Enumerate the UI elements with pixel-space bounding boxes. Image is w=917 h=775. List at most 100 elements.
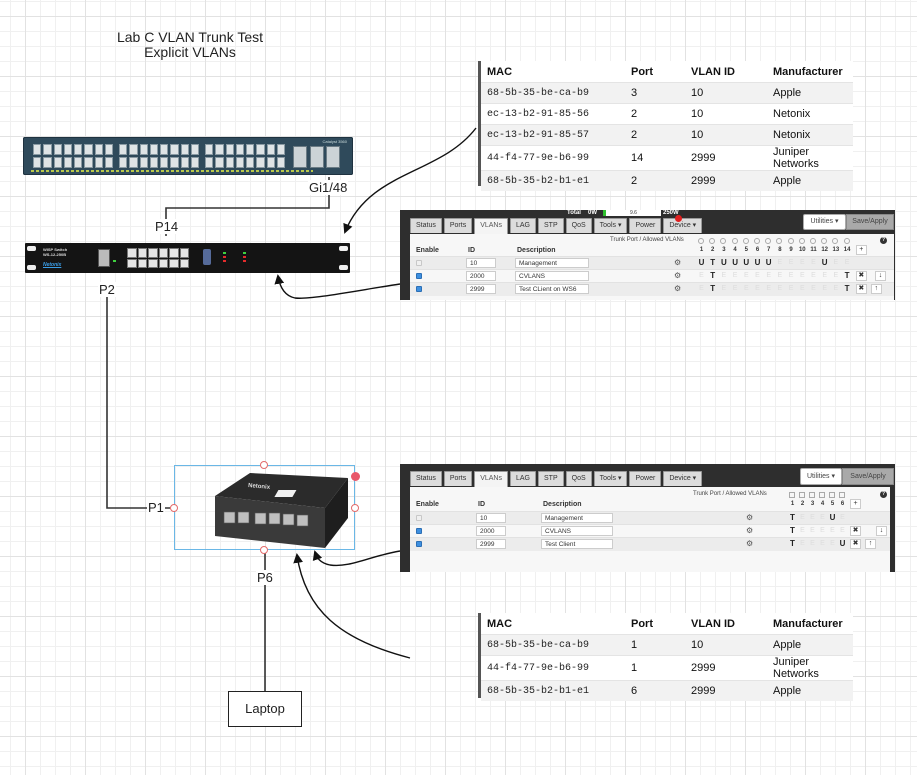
vlan-id-input[interactable]: 2999 [466, 284, 496, 294]
trunk-port-toggle-8[interactable] [776, 238, 783, 244]
port-membership-cell[interactable]: E [732, 285, 738, 292]
port-membership-cell[interactable]: E [743, 285, 749, 292]
vlan-id-input[interactable]: 10 [476, 513, 506, 523]
port-membership-cell[interactable]: E [830, 540, 835, 547]
trunk-port-toggle-6[interactable] [754, 238, 760, 244]
port-membership-cell[interactable]: E [820, 540, 825, 547]
rotate-handle[interactable] [351, 472, 360, 481]
tab-device[interactable]: Device ▾ [663, 471, 703, 486]
port-membership-cell[interactable]: T [844, 284, 850, 293]
gear-icon[interactable]: ⚙ [746, 526, 754, 535]
enable-checkbox[interactable] [416, 286, 422, 292]
tab-vlans[interactable]: VLANs [474, 218, 508, 235]
port-membership-cell[interactable]: E [822, 285, 828, 292]
port-membership-cell[interactable]: U [743, 258, 750, 267]
move-down-icon[interactable]: ↓ [875, 271, 886, 281]
tab-stp[interactable]: STP [538, 218, 564, 233]
port-membership-cell[interactable]: E [820, 514, 825, 521]
tab-tools[interactable]: Tools ▾ [593, 218, 628, 233]
trunk-port-toggle-1[interactable] [698, 238, 704, 244]
port-membership-cell[interactable]: E [777, 259, 783, 266]
trunk-port-toggle-2[interactable] [709, 238, 716, 244]
port-membership-cell[interactable]: E [811, 259, 816, 266]
port-membership-cell[interactable]: U [839, 539, 846, 548]
trunk-port-toggle-14[interactable] [843, 238, 850, 244]
vlan-description-input[interactable]: CVLANS [541, 526, 613, 536]
port-membership-cell[interactable]: E [799, 259, 805, 266]
resize-handle-left[interactable] [170, 504, 178, 512]
port-membership-cell[interactable]: E [800, 527, 805, 534]
utilities-button[interactable]: Utilities ▾ [800, 468, 842, 485]
tab-qos[interactable]: QoS [565, 218, 592, 233]
port-membership-cell[interactable]: T [710, 258, 716, 267]
port-membership-cell[interactable]: E [755, 285, 760, 292]
port-membership-cell[interactable]: E [777, 285, 783, 292]
port-membership-cell[interactable]: E [840, 527, 845, 534]
tab-power[interactable]: Power [629, 471, 662, 486]
port-membership-cell[interactable]: E [830, 527, 835, 534]
port-membership-cell[interactable]: E [743, 272, 749, 279]
mini-switch[interactable]: Netonix [190, 470, 350, 548]
trunk-port-toggle-2[interactable] [799, 492, 805, 498]
help-icon[interactable]: ? [880, 237, 887, 244]
port-membership-cell[interactable]: U [821, 258, 828, 267]
resize-handle-top[interactable] [260, 461, 268, 469]
tab-status[interactable]: Status [410, 471, 442, 486]
vlan-id-input[interactable]: 2999 [476, 539, 506, 549]
port-membership-cell[interactable]: E [822, 272, 828, 279]
port-membership-cell[interactable]: E [833, 259, 839, 266]
port-membership-cell[interactable]: E [811, 272, 816, 279]
vlan-description-input[interactable]: Management [515, 258, 589, 268]
tab-stp[interactable]: STP [538, 471, 564, 486]
trunk-port-toggle-4[interactable] [731, 238, 738, 244]
port-membership-cell[interactable]: E [732, 272, 738, 279]
port-membership-cell[interactable]: E [811, 285, 816, 292]
port-membership-cell[interactable]: T [710, 284, 716, 293]
trunk-port-toggle-5[interactable] [829, 492, 835, 498]
port-membership-cell[interactable]: E [844, 259, 850, 266]
tab-ports[interactable]: Ports [443, 218, 473, 233]
vlan-description-input[interactable]: Test Client [541, 539, 613, 549]
move-up-icon[interactable]: ↑ [865, 539, 876, 549]
gear-icon[interactable]: ⚙ [674, 271, 682, 280]
port-membership-cell[interactable]: T [790, 513, 795, 522]
move-up-icon[interactable]: ↑ [870, 284, 882, 294]
enable-checkbox[interactable] [416, 541, 422, 547]
port-membership-cell[interactable]: U [829, 513, 836, 522]
trunk-port-toggle-6[interactable] [839, 492, 845, 498]
port-membership-cell[interactable]: E [721, 285, 727, 292]
trunk-port-toggle-3[interactable] [720, 238, 727, 244]
gear-icon[interactable]: ⚙ [746, 513, 754, 522]
port-membership-cell[interactable]: U [732, 258, 738, 267]
port-membership-cell[interactable]: E [810, 514, 815, 521]
utilities-button[interactable]: Utilities ▾ [803, 214, 846, 230]
port-membership-cell[interactable]: E [833, 272, 839, 279]
port-membership-cell[interactable]: E [800, 540, 805, 547]
port-membership-cell[interactable]: E [699, 285, 704, 292]
port-membership-cell[interactable]: E [788, 259, 794, 266]
vlan-id-input[interactable]: 2000 [466, 271, 496, 281]
port-membership-cell[interactable]: U [721, 258, 727, 267]
tab-power[interactable]: Power [629, 218, 662, 233]
tab-lag[interactable]: LAG [510, 471, 537, 486]
tab-vlans[interactable]: VLANs [474, 471, 508, 488]
trunk-port-toggle-7[interactable] [765, 238, 772, 244]
add-vlan-button[interactable]: + [855, 245, 867, 255]
delete-vlan-icon[interactable]: ✖ [850, 526, 861, 536]
port-membership-cell[interactable]: T [790, 539, 795, 548]
port-membership-cell[interactable]: E [755, 272, 760, 279]
port-membership-cell[interactable]: U [698, 258, 705, 267]
save-apply-button[interactable]: Save/Apply [846, 214, 894, 230]
trunk-port-toggle-12[interactable] [821, 238, 828, 244]
port-membership-cell[interactable]: E [788, 272, 794, 279]
enable-checkbox[interactable] [416, 528, 422, 534]
port-membership-cell[interactable]: E [833, 285, 839, 292]
delete-vlan-icon[interactable]: ✖ [855, 271, 867, 281]
trunk-port-toggle-5[interactable] [742, 238, 749, 244]
resize-handle-bottom[interactable] [260, 546, 268, 554]
gear-icon[interactable]: ⚙ [674, 258, 682, 267]
port-membership-cell[interactable]: E [799, 272, 805, 279]
port-membership-cell[interactable]: E [766, 272, 772, 279]
trunk-port-toggle-10[interactable] [798, 238, 805, 244]
port-membership-cell[interactable]: E [840, 514, 845, 521]
